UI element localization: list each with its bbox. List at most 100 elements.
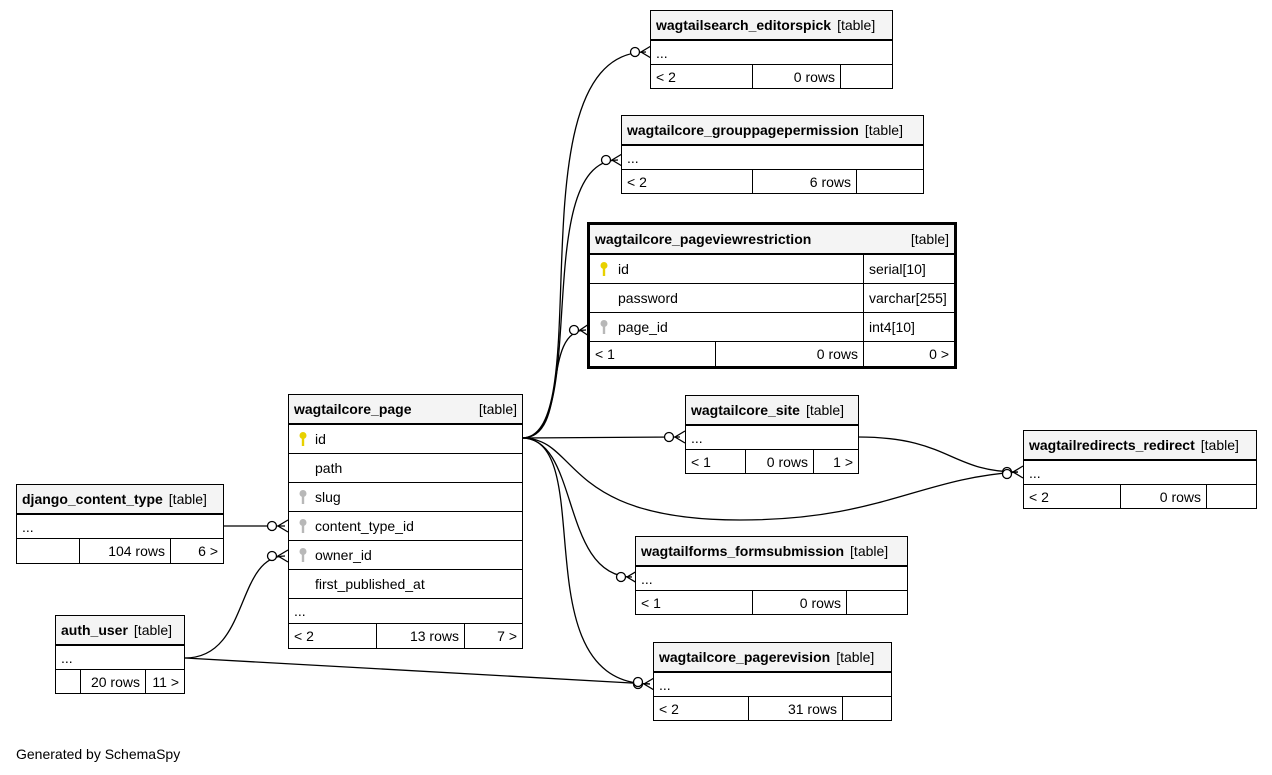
table-wagtailsearch-editorspick[interactable]: wagtailsearch_editorspick [table] ... < …	[650, 10, 893, 89]
table-wagtailcore-pagerevision[interactable]: wagtailcore_pagerevision [table] ... < 2…	[653, 642, 892, 721]
relation-site-redirect	[857, 436, 1019, 473]
row-count: 104 rows	[79, 539, 170, 563]
column-type: int4[10]	[863, 313, 954, 341]
column-name: first_published_at	[315, 576, 425, 592]
parents-count	[17, 539, 79, 563]
children-count	[1206, 485, 1256, 508]
children-count: 1 >	[813, 450, 858, 473]
row-count: 0 rows	[715, 342, 863, 366]
column-row: id serial[10]	[590, 255, 954, 284]
row-count: 13 rows	[376, 624, 464, 648]
column-name: content_type_id	[315, 518, 414, 534]
foreign-key-icon	[299, 548, 307, 562]
relation-page-redirect	[521, 437, 1019, 521]
column-name: id	[315, 431, 326, 447]
ellipsis-row: ...	[61, 649, 73, 666]
primary-key-icon	[600, 262, 608, 276]
parents-count: < 2	[294, 628, 314, 644]
table-name: wagtailcore_page	[294, 401, 412, 417]
children-count	[842, 697, 891, 720]
table-wagtailcore-page[interactable]: wagtailcore_page [table] id path slug co…	[288, 394, 523, 649]
relation-page-pagerevision	[521, 437, 651, 685]
column-row: page_id int4[10]	[590, 313, 954, 342]
ellipsis-row: ...	[656, 44, 668, 61]
table-name: wagtailsearch_editorspick	[656, 17, 832, 33]
ellipsis-row: ...	[659, 676, 671, 693]
parents-count: < 2	[1029, 488, 1049, 505]
table-wagtailcore-grouppagepermission[interactable]: wagtailcore_grouppagepermission [table] …	[621, 115, 924, 194]
table-type: [table]	[864, 122, 903, 138]
row-count: 0 rows	[752, 591, 846, 614]
table-type: [table]	[910, 231, 949, 247]
column-row: id	[289, 425, 522, 454]
table-name: wagtailcore_pagerevision	[659, 649, 831, 665]
table-name: auth_user	[61, 622, 128, 638]
table-wagtailcore-pageviewrestriction[interactable]: wagtailcore_pageviewrestriction [table] …	[587, 222, 957, 369]
table-wagtailforms-formsubmission[interactable]: wagtailforms_formsubmission [table] ... …	[635, 536, 908, 615]
index-key-icon	[299, 490, 307, 504]
generator-footer: Generated by SchemaSpy	[16, 746, 181, 762]
table-wagtailredirects-redirect[interactable]: wagtailredirects_redirect [table] ... < …	[1023, 430, 1257, 509]
relation-page-grouppagepermission	[521, 159, 619, 439]
table-type: [table]	[850, 543, 889, 559]
column-type: serial[10]	[863, 255, 954, 283]
parents-count: < 2	[659, 700, 679, 717]
table-type: [table]	[836, 649, 875, 665]
children-count: 7 >	[464, 624, 522, 648]
relation-page-formsubmission	[521, 437, 633, 578]
table-name: wagtailcore_pageviewrestriction	[595, 231, 812, 247]
column-name: owner_id	[315, 547, 372, 563]
children-count: 11 >	[145, 670, 184, 693]
row-count: 0 rows	[1120, 485, 1206, 508]
parents-count: < 1	[641, 594, 661, 611]
ellipsis-row: ...	[294, 603, 306, 619]
table-type: [table]	[837, 17, 876, 33]
column-name: page_id	[618, 319, 668, 335]
relation-page-site	[521, 436, 681, 439]
table-name: wagtailcore_grouppagepermission	[627, 122, 859, 138]
table-name: wagtailredirects_redirect	[1029, 437, 1195, 453]
parents-count	[56, 670, 80, 693]
column-row: first_published_at	[289, 570, 522, 599]
parents-count: < 2	[627, 173, 647, 190]
table-wagtailcore-site[interactable]: wagtailcore_site [table] ... < 1 0 rows …	[685, 395, 859, 474]
parents-count: < 2	[656, 68, 676, 85]
row-count: 0 rows	[752, 65, 840, 88]
relation-page-editorspick	[521, 51, 647, 439]
column-row: path	[289, 454, 522, 483]
column-row: password varchar[255]	[590, 284, 954, 313]
column-name: path	[315, 460, 343, 476]
column-name: id	[618, 261, 629, 277]
foreign-key-icon	[299, 519, 307, 533]
column-row: ...	[289, 599, 522, 624]
row-count: 6 rows	[752, 170, 856, 193]
column-row: owner_id	[289, 541, 522, 570]
column-name: slug	[315, 489, 341, 505]
table-type: [table]	[478, 401, 517, 417]
parents-count: < 1	[595, 346, 615, 362]
table-name: wagtailforms_formsubmission	[641, 543, 845, 559]
table-auth-user[interactable]: auth_user [table] ... 20 rows 11 >	[55, 615, 185, 694]
row-count: 0 rows	[745, 450, 813, 473]
table-type: [table]	[805, 402, 845, 418]
children-count	[840, 65, 892, 88]
ellipsis-row: ...	[641, 570, 653, 587]
ellipsis-row: ...	[627, 149, 639, 166]
table-type: [table]	[168, 491, 207, 507]
column-type: varchar[255]	[863, 284, 954, 312]
table-type: [table]	[133, 622, 173, 638]
row-count: 20 rows	[80, 670, 145, 693]
ellipsis-row: ...	[691, 429, 703, 446]
children-count	[856, 170, 923, 193]
primary-key-icon	[299, 432, 307, 446]
children-count: 6 >	[170, 539, 223, 563]
column-name: password	[618, 290, 678, 306]
column-row: content_type_id	[289, 512, 522, 541]
table-django-content-type[interactable]: django_content_type [table] ... 104 rows…	[16, 484, 224, 564]
children-count	[846, 591, 907, 614]
ellipsis-row: ...	[22, 518, 34, 535]
ellipsis-row: ...	[1029, 464, 1041, 481]
table-name: django_content_type	[22, 491, 163, 507]
column-row: slug	[289, 483, 522, 512]
relation-authuser-page	[184, 555, 286, 659]
